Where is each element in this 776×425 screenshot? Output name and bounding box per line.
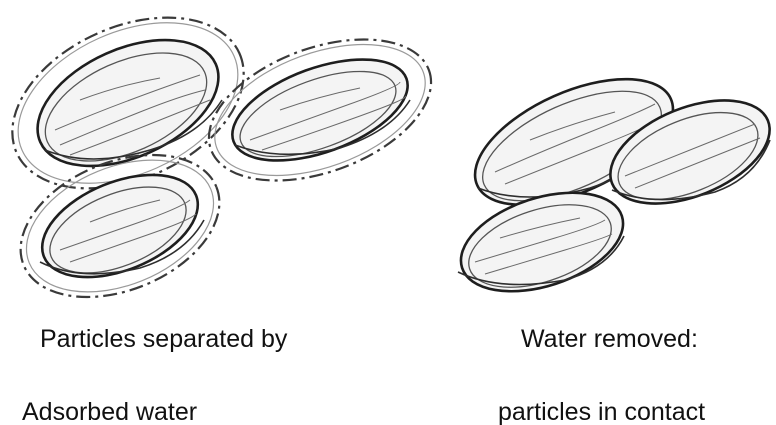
left-caption-line-2: Adsorbed water xyxy=(22,400,197,425)
particle-with-water-layer-b xyxy=(190,12,450,208)
particle-sketch xyxy=(0,0,776,300)
right-caption-line-2: particles in contact xyxy=(498,400,705,425)
right-caption-line-1: Water removed: xyxy=(521,327,698,352)
separated-particles-group xyxy=(0,0,450,300)
left-caption-line-1: Particles separated by xyxy=(40,327,287,352)
particle-a xyxy=(18,15,237,192)
contacting-particles-group xyxy=(449,53,776,300)
particle-c xyxy=(27,154,212,297)
particle-b xyxy=(219,39,421,181)
